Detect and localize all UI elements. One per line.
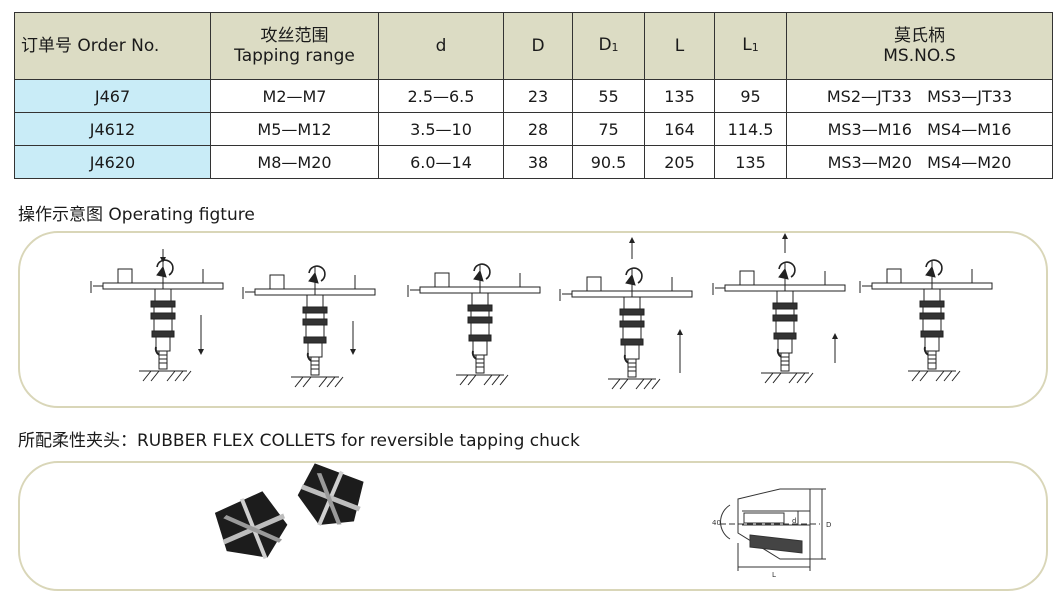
table-row: J4612 M5—M12 3.5—10 28 75 164 114.5 MS3—…: [14, 112, 1053, 146]
spec-table: 订单号 Order No. 攻丝范围 Tapping range d D D1 …: [14, 12, 1053, 179]
header-d: d: [378, 12, 504, 80]
header-L1-base: L: [742, 34, 752, 55]
cell-d: 6.0—14: [378, 145, 504, 179]
header-ms-cn: 莫氏柄: [894, 26, 945, 46]
collets-figures: 40 d D L: [214, 463, 831, 579]
cell-L1: 114.5: [714, 112, 787, 146]
operating-figure-panel: [18, 231, 1048, 408]
cell-order: J467: [14, 79, 211, 113]
header-range-cn: 攻丝范围: [260, 26, 329, 46]
collet-drawing: 40 d D L: [712, 488, 831, 579]
header-L: L: [644, 12, 715, 80]
collet-d-label: d: [792, 517, 796, 525]
cell-L: 135: [644, 79, 715, 113]
header-ms-en: MS.NO.S: [883, 46, 956, 66]
table-header-row: 订单号 Order No. 攻丝范围 Tapping range d D D1 …: [14, 12, 1053, 80]
header-D: D: [503, 12, 573, 80]
cell-D: 38: [503, 145, 573, 179]
cell-D1: 90.5: [572, 145, 645, 179]
figure-step-1: [90, 249, 224, 382]
collet-D-label: D: [826, 521, 831, 529]
header-L1-sub: 1: [751, 40, 759, 54]
cell-order: J4612: [14, 112, 211, 146]
cell-range: M2—M7: [210, 79, 379, 113]
collet-angle-label: 40: [712, 519, 721, 527]
collet-photo-left: [214, 491, 288, 559]
figure-step-4: [559, 237, 693, 390]
header-D1: D1: [572, 12, 645, 80]
collets-caption: 所配柔性夹头：RUBBER FLEX COLLETS for reversibl…: [18, 431, 580, 451]
cell-order: J4620: [14, 145, 211, 179]
cell-D1: 75: [572, 112, 645, 146]
cell-L: 164: [644, 112, 715, 146]
collet-L-label: L: [772, 571, 776, 579]
figure-step-2: [242, 265, 376, 388]
cell-ms: MS3—M20 MS4—M20: [786, 145, 1053, 179]
cell-D: 23: [503, 79, 573, 113]
collets-panel: 40 d D L: [18, 461, 1048, 591]
operating-figures: [90, 233, 993, 390]
cell-range: M8—M20: [210, 145, 379, 179]
cell-D: 28: [503, 112, 573, 146]
header-range-en: Tapping range: [234, 46, 355, 66]
cell-L: 205: [644, 145, 715, 179]
cell-range: M5—M12: [210, 112, 379, 146]
figure-step-5: [712, 233, 846, 384]
header-L1: L1: [714, 12, 787, 80]
table-row: J467 M2—M7 2.5—6.5 23 55 135 95 MS2—JT33…: [14, 79, 1053, 113]
header-tapping-range: 攻丝范围 Tapping range: [210, 12, 379, 80]
header-morse-shank: 莫氏柄 MS.NO.S: [786, 12, 1053, 80]
header-D1-sub: 1: [611, 40, 619, 54]
header-D1-base: D: [598, 34, 612, 55]
cell-d: 3.5—10: [378, 112, 504, 146]
header-order: 订单号 Order No.: [14, 12, 211, 80]
cell-ms: MS3—M16 MS4—M16: [786, 112, 1053, 146]
operating-caption: 操作示意图 Operating figture: [18, 205, 255, 225]
cell-L1: 95: [714, 79, 787, 113]
cell-L1: 135: [714, 145, 787, 179]
figure-step-6: [859, 259, 993, 382]
cell-D1: 55: [572, 79, 645, 113]
cell-d: 2.5—6.5: [378, 79, 504, 113]
cell-ms: MS2—JT33 MS3—JT33: [786, 79, 1053, 113]
figure-step-3: [407, 263, 541, 386]
table-row: J4620 M8—M20 6.0—14 38 90.5 205 135 MS3—…: [14, 145, 1053, 179]
collet-photo-right: [297, 463, 364, 526]
